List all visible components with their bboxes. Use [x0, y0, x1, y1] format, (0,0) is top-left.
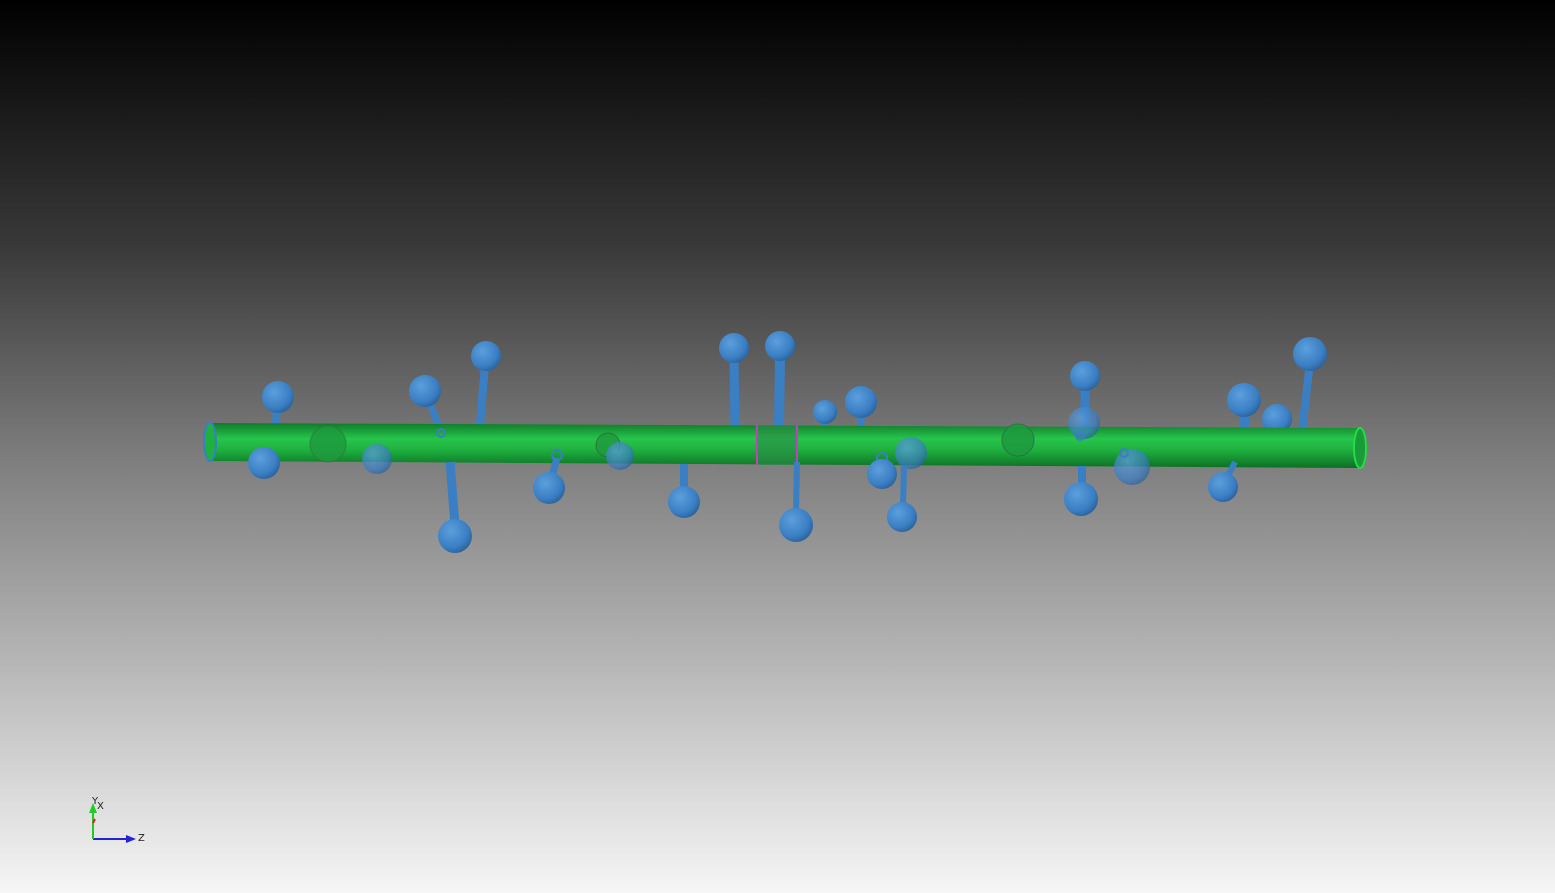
- x-axis-label: X: [97, 801, 104, 812]
- spine-head: [362, 444, 392, 474]
- spine-head: [1001, 423, 1035, 457]
- spine-head: [533, 472, 565, 504]
- spine-head: [1114, 449, 1150, 485]
- spine-head: [1070, 361, 1100, 391]
- spine-neck-base: [1075, 431, 1085, 441]
- spine-group-overlap: [265, 407, 1150, 485]
- spine-head: [719, 333, 749, 363]
- spine-neck-base: [1119, 448, 1129, 458]
- orientation-axes: Y X Z: [89, 796, 145, 844]
- spine-neck-base: [436, 428, 446, 438]
- y-axis-label: Y: [91, 796, 99, 807]
- spine-head: [471, 341, 501, 371]
- spine-head: [1068, 407, 1100, 439]
- spine-head: [606, 442, 634, 470]
- spine-head: [845, 386, 877, 418]
- dendrite-end-left: [203, 422, 217, 462]
- spine-group-back: [262, 331, 1327, 436]
- selected-segment: [758, 425, 796, 465]
- spine-head: [1227, 383, 1261, 417]
- spine-head: [1262, 404, 1292, 434]
- dendrite-end-right: [1353, 427, 1367, 469]
- spine-head: [438, 519, 472, 553]
- spine-head: [779, 508, 813, 542]
- z-axis-arrow: [126, 835, 136, 843]
- spine-neck: [774, 355, 785, 429]
- spine-neck: [793, 461, 800, 515]
- dendrite-shaft[interactable]: [203, 422, 1367, 469]
- spine-group-front: [248, 447, 1238, 553]
- spine-neck: [729, 357, 740, 429]
- spine-head: [309, 425, 347, 463]
- spine-head: [895, 437, 927, 469]
- y-axis-arrow: [89, 803, 97, 813]
- x-axis-line: [92, 818, 96, 824]
- spine-head: [262, 381, 294, 413]
- spine-head: [813, 400, 837, 424]
- spine-neck: [1298, 361, 1314, 433]
- z-axis-label: Z: [138, 833, 145, 844]
- spine-head: [668, 486, 700, 518]
- spine-neck: [476, 364, 489, 426]
- spine-head: [409, 375, 441, 407]
- spine-head: [1293, 337, 1327, 371]
- spine-neck: [445, 461, 460, 526]
- spine-head: [867, 459, 897, 489]
- spine-head: [248, 447, 280, 479]
- spine-neck: [900, 465, 907, 508]
- spine-head: [1208, 472, 1238, 502]
- spine-head: [887, 502, 917, 532]
- spine-head: [1064, 482, 1098, 516]
- spine-head: [765, 331, 795, 361]
